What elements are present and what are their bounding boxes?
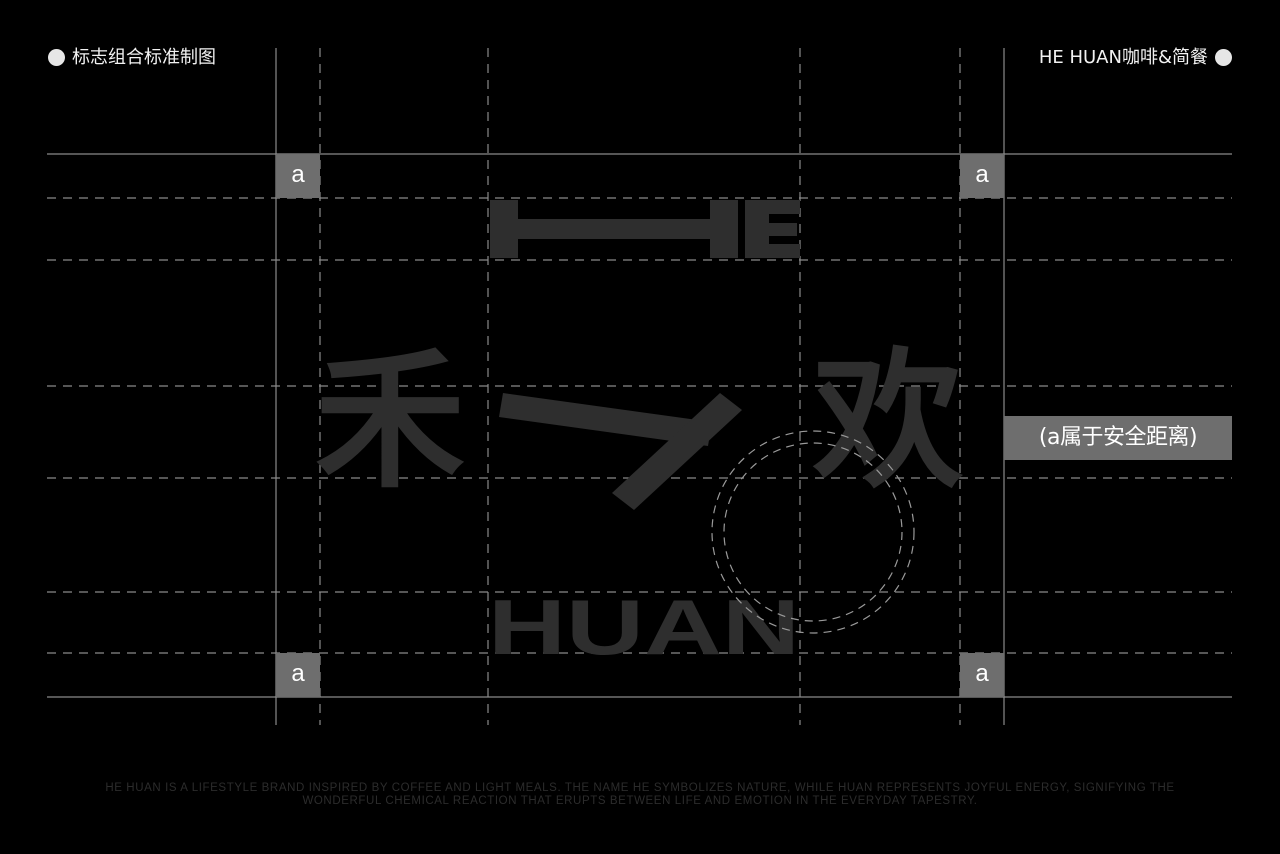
logo-he-h-bar <box>490 219 720 239</box>
logo-he-e-mid <box>745 223 797 236</box>
logo-slash <box>612 393 742 510</box>
header-right-dot-icon <box>1215 49 1232 66</box>
brand-description-line-2: WONDERFUL CHEMICAL REACTION THAT ERUPTS … <box>302 795 978 807</box>
safety-distance-note: (a属于安全距离) <box>1004 416 1232 460</box>
safety-marker-top-left: a <box>276 154 320 198</box>
construction-circles <box>711 430 915 634</box>
brand-description-line-1: HE HUAN IS A LIFESTYLE BRAND INSPIRED BY… <box>105 782 1175 794</box>
logo-huan-wordmark: HUAN <box>488 583 800 671</box>
safety-marker-bottom-right: a <box>960 653 1004 697</box>
logo-he-e-bottom <box>745 244 800 258</box>
brand-description: HE HUAN IS A LIFESTYLE BRAND INSPIRED BY… <box>47 782 1233 808</box>
construction-circle-inner <box>723 442 903 622</box>
header-left-title: 标志组合标准制图 <box>72 47 216 68</box>
logo-mark <box>490 200 800 510</box>
safety-marker-bottom-left: a <box>276 653 320 697</box>
safety-marker-top-right: a <box>960 154 1004 198</box>
logo-chinese-he: 禾 <box>315 335 465 509</box>
construction-circle-outer <box>711 430 915 634</box>
header-right-title: HE HUAN咖啡&简餐 <box>1038 47 1208 68</box>
logo-he-h-right-stem <box>710 200 738 258</box>
header-left-dot-icon <box>48 49 65 66</box>
logo-bar-left <box>499 393 712 446</box>
logo-chinese-huan: 欢 <box>812 335 964 509</box>
logo-he-e-top <box>745 200 800 214</box>
